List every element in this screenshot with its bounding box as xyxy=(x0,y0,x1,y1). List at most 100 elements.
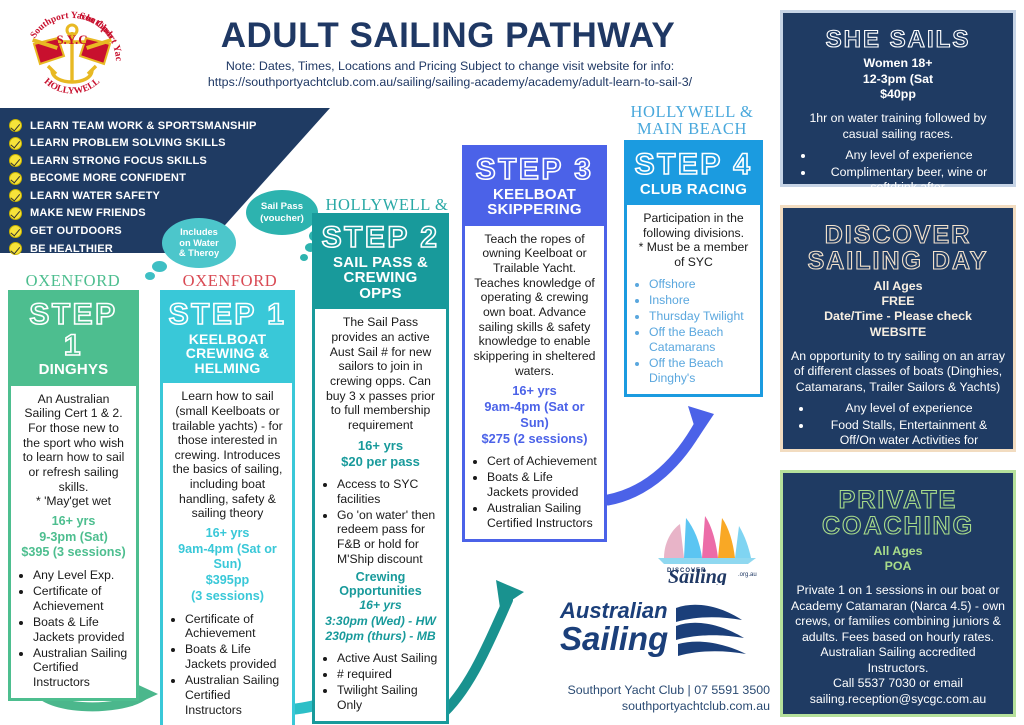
list-item: Twilight Sailing Only xyxy=(337,683,439,712)
panel-meta: Women 18+12-3pm (Sat$40pp xyxy=(793,56,1003,102)
header-note: Note: Dates, Times, Locations and Pricin… xyxy=(120,58,780,91)
panel-body: An opportunity to try sailing on an arra… xyxy=(791,349,1005,394)
syc-logo: Southport Yacht Club Southport Yacht Clu… xyxy=(14,0,126,108)
step-body-dinghy: An Australian Sailing Cert 1 & 2. For th… xyxy=(11,385,136,699)
step-description: Learn how to sail (small Keelboats or tr… xyxy=(172,389,283,521)
step-description: The Sail Pass provides an active Aust Sa… xyxy=(325,315,436,432)
list-item: Access to SYC facilities xyxy=(337,477,439,506)
benefit-label: BE HEALTHIER xyxy=(30,242,113,255)
price-line: $395pp xyxy=(205,573,250,588)
price-line: 9am-4pm (Sat or Sun) xyxy=(178,541,277,572)
list-item: Boats & Life Jackets provided xyxy=(185,642,285,671)
step-number: STEP 1 xyxy=(168,298,287,331)
benefit-item: GET OUTDOORS xyxy=(9,224,309,239)
svg-text:S.Y.C: S.Y.C xyxy=(56,32,87,47)
list-item: Boats & Life Jackets provided xyxy=(33,615,129,644)
crew-time-line: 3:30pm (Wed) - HW xyxy=(325,613,436,628)
panel-title: SHE SAILS xyxy=(825,26,971,53)
bubble-includes-dot-2 xyxy=(145,272,155,280)
list-item: Any level of experience xyxy=(815,148,1003,163)
list-item: Any level of experience xyxy=(813,401,1005,416)
panel-meta-line: 12-3pm (Sat xyxy=(862,71,934,86)
step-bullets: Access to SYC facilitiesGo 'on water' th… xyxy=(322,477,439,566)
list-item: Boats & Life Jackets provided xyxy=(487,470,597,499)
location-label-dinghy: OXENFORD xyxy=(25,271,121,290)
benefits-banner-shape xyxy=(0,108,330,253)
check-icon xyxy=(9,119,22,132)
panel-meta-line: Date/Time - Please check xyxy=(824,309,972,324)
step-body-keelboat: Learn how to sail (small Keelboats or tr… xyxy=(163,383,292,725)
price-line: $275 (2 sessions) xyxy=(481,431,588,447)
list-item: Complimentary beer, wine or softdrink af… xyxy=(815,165,1003,196)
panel-body: 1hr on water training followed by casual… xyxy=(809,111,987,141)
list-item: Food Stalls, Entertainment & Off/On wate… xyxy=(813,418,1005,464)
panel-meta-line: POA xyxy=(884,558,912,573)
list-item: # required xyxy=(337,667,439,682)
benefit-label: LEARN WATER SAFETY xyxy=(30,189,161,202)
crew-time-line: 230pm (thurs) - MB xyxy=(325,628,436,643)
step-card-club-racing[interactable]: STEP 4 CLUB RACING Participation in the … xyxy=(624,140,763,397)
benefit-item: LEARN STRONG FOCUS SKILLS xyxy=(9,153,309,168)
price-line: $20 per pass xyxy=(341,453,420,469)
panel-bullets: Any level of experienceFood Stalls, Ente… xyxy=(791,401,1005,464)
list-item: Off the Beach Catamarans xyxy=(649,325,753,354)
step-bullets: Cert of AchievementBoats & Life Jackets … xyxy=(472,454,597,530)
step-pricing: 16+ yrs$20 per pass xyxy=(322,438,439,471)
list-item: Thursday Twilight xyxy=(649,309,753,324)
svg-text:.org.au: .org.au xyxy=(738,572,757,578)
panel-she-sails[interactable]: SHE SAILS Women 18+12-3pm (Sat$40pp 1hr … xyxy=(780,10,1016,194)
discover-sailing-logo: DISCOVER Sailing .org.au xyxy=(650,510,770,588)
list-item: Inshore xyxy=(649,293,753,308)
benefit-item: MAKE NEW FRIENDS xyxy=(9,206,309,221)
check-icon xyxy=(9,242,22,256)
panel-meta-line: All Ages xyxy=(873,278,923,293)
bubble-sail-pass-voucher: Sail Pass(voucher) xyxy=(246,190,318,235)
note-line-2: https://southportyachtclub.com.au/sailin… xyxy=(207,75,693,90)
step-body-club-racing: Participation in the following divisions… xyxy=(627,205,760,394)
step-number: STEP 2 xyxy=(321,221,440,254)
check-icon xyxy=(9,136,22,150)
step-description: Participation in the following divisions… xyxy=(638,211,749,270)
benefit-item: LEARN WATER SAFETY xyxy=(9,188,309,203)
check-icon xyxy=(9,224,22,238)
svg-text:Sailing: Sailing xyxy=(560,620,668,657)
panel-body: Private 1 on 1 sessions in our boat or A… xyxy=(791,583,1005,706)
benefit-label: LEARN STRONG FOCUS SKILLS xyxy=(30,154,207,167)
step-header-dinghy: STEP 1 DINGHYS xyxy=(11,293,136,386)
step-number: STEP 4 xyxy=(634,148,753,181)
list-item: Active Aust Sailing xyxy=(337,651,439,666)
footer-line-1: Southport Yacht Club | 07 5591 3500 xyxy=(567,683,770,697)
price-line: $395 (3 sessions) xyxy=(21,545,126,560)
list-item: Certificate of Achievement xyxy=(33,584,129,613)
australian-sailing-logo: Australian Sailing xyxy=(556,592,756,662)
list-item: Australian Sailing Certified Instructors xyxy=(487,501,597,530)
step-header-club-racing: STEP 4 CLUB RACING xyxy=(627,143,760,206)
price-line: 16+ yrs xyxy=(512,383,557,399)
step-card-dinghy[interactable]: STEP 1 DINGHYS An Australian Sailing Cer… xyxy=(8,290,139,702)
price-line: 16+ yrs xyxy=(357,437,404,453)
bubble-includes-dot-1 xyxy=(152,261,167,272)
check-icon xyxy=(9,171,22,185)
panel-meta-line: $40pp xyxy=(880,86,916,101)
benefit-item: BE HEALTHIER xyxy=(9,241,309,256)
check-icon xyxy=(9,154,22,168)
check-icon xyxy=(9,189,22,203)
location-label-step4: HOLLYWELL &MAIN BEACH xyxy=(630,102,754,139)
list-item: Certificate of Achievement xyxy=(185,612,285,641)
benefit-label: GET OUTDOORS xyxy=(30,225,122,238)
price-line: 16+ yrs xyxy=(205,526,250,540)
list-item: Australian Sailing Certified Instructors xyxy=(185,673,285,717)
benefit-item: LEARN TEAM WORK & SPORTSMANSHIP xyxy=(9,118,309,133)
